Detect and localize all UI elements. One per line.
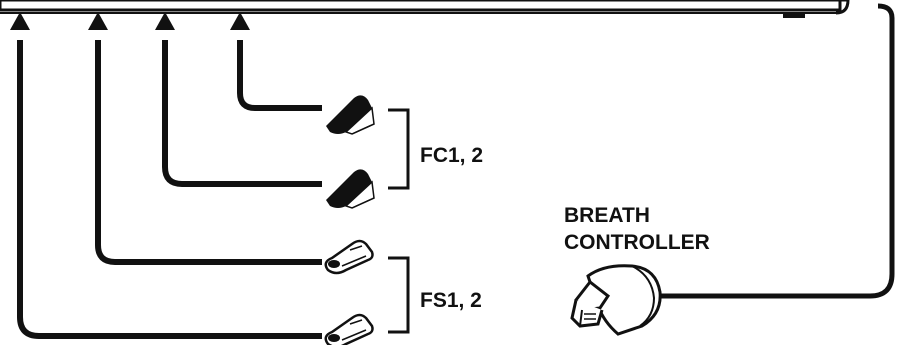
- fs-bracket: [388, 258, 408, 332]
- fc-bracket: [388, 110, 408, 188]
- foot-switch-pedal-icon: [326, 241, 373, 273]
- fc-group-label: FC1, 2: [420, 144, 483, 167]
- fs-group-label: FS1, 2: [420, 289, 482, 312]
- foot-switch-pedal-icon: [326, 315, 373, 345]
- cable-fs-top: [88, 12, 322, 262]
- breath-label-line2: CONTROLLER: [564, 231, 710, 254]
- instrument-rear-panel: [0, 0, 848, 18]
- arrow-up-icon: [10, 12, 30, 30]
- breath-label-line1: BREATH: [564, 204, 650, 227]
- cable-fc-top: [230, 12, 322, 108]
- foot-controller-pedal-icon: [326, 169, 374, 208]
- arrow-up-icon: [155, 12, 175, 30]
- foot-controller-pedal-icon: [326, 95, 374, 134]
- arrow-up-icon: [230, 12, 250, 30]
- arrow-up-icon: [88, 12, 108, 30]
- breath-controller-icon: [572, 266, 660, 334]
- panel-tab: [783, 14, 805, 18]
